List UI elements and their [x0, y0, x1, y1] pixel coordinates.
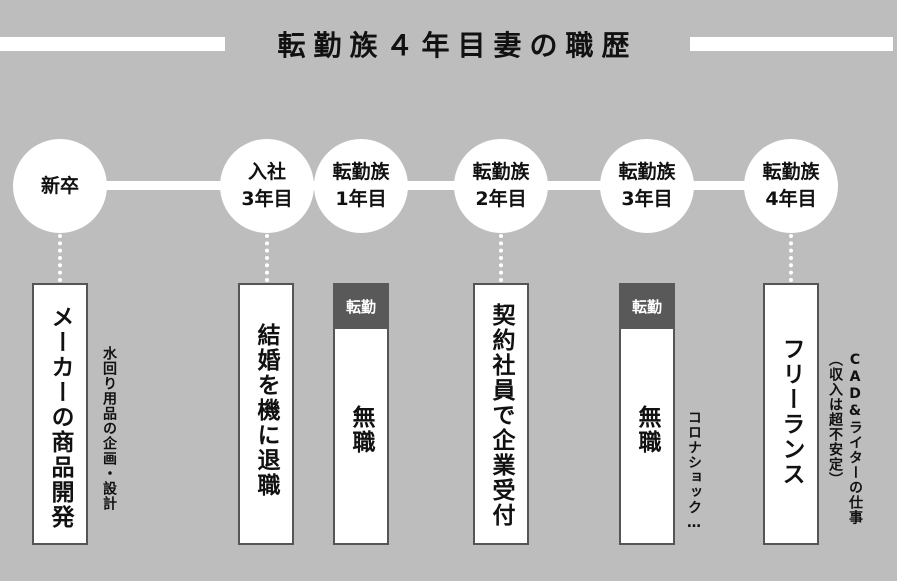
card-label: 結婚を機に退職 [253, 323, 279, 498]
side-note: CAD&ライターの仕事 （収入は超不安定） [825, 352, 865, 525]
career-card: 転勤 無職 [619, 283, 675, 545]
connector [789, 234, 793, 282]
card-label: フリーランス [778, 337, 804, 487]
diagram-title: 転勤族４年目妻の職歴 [277, 29, 638, 62]
card-label: 無職 [348, 405, 374, 455]
note-text: 水回り用品の企画・設計 [101, 346, 117, 511]
title-box [225, 24, 690, 64]
timeline-node-tenkin-1: 転勤族 1年目 [314, 139, 408, 233]
timeline-node-nyusha-3: 入社 3年目 [220, 139, 314, 233]
transfer-tag: 転勤 [619, 283, 675, 329]
note-text: CAD&ライターの仕事 （収入は超不安定） [827, 352, 863, 525]
connector [265, 234, 269, 282]
note-text: コロナショック… [686, 410, 702, 532]
career-card: 転勤 無職 [333, 283, 389, 545]
side-note: 水回り用品の企画・設計 [99, 346, 119, 511]
career-card: フリーランス [763, 283, 819, 545]
career-card: 契約社員で企業受付 [473, 283, 529, 545]
career-card: 結婚を機に退職 [238, 283, 294, 545]
side-note: コロナショック… [684, 410, 704, 532]
timeline-node-shinsotsu: 新卒 [13, 139, 107, 233]
card-label: メーカーの商品開発 [47, 305, 73, 530]
timeline-line [60, 181, 795, 190]
card-label: 契約社員で企業受付 [488, 303, 514, 528]
timeline-node-tenkin-3: 転勤族 3年目 [600, 139, 694, 233]
career-card: メーカーの商品開発 [32, 283, 88, 545]
card-label: 無職 [634, 405, 660, 455]
transfer-tag: 転勤 [333, 283, 389, 329]
timeline-node-tenkin-4: 転勤族 4年目 [744, 139, 838, 233]
connector [58, 234, 62, 282]
timeline-node-tenkin-2: 転勤族 2年目 [454, 139, 548, 233]
connector [499, 234, 503, 282]
